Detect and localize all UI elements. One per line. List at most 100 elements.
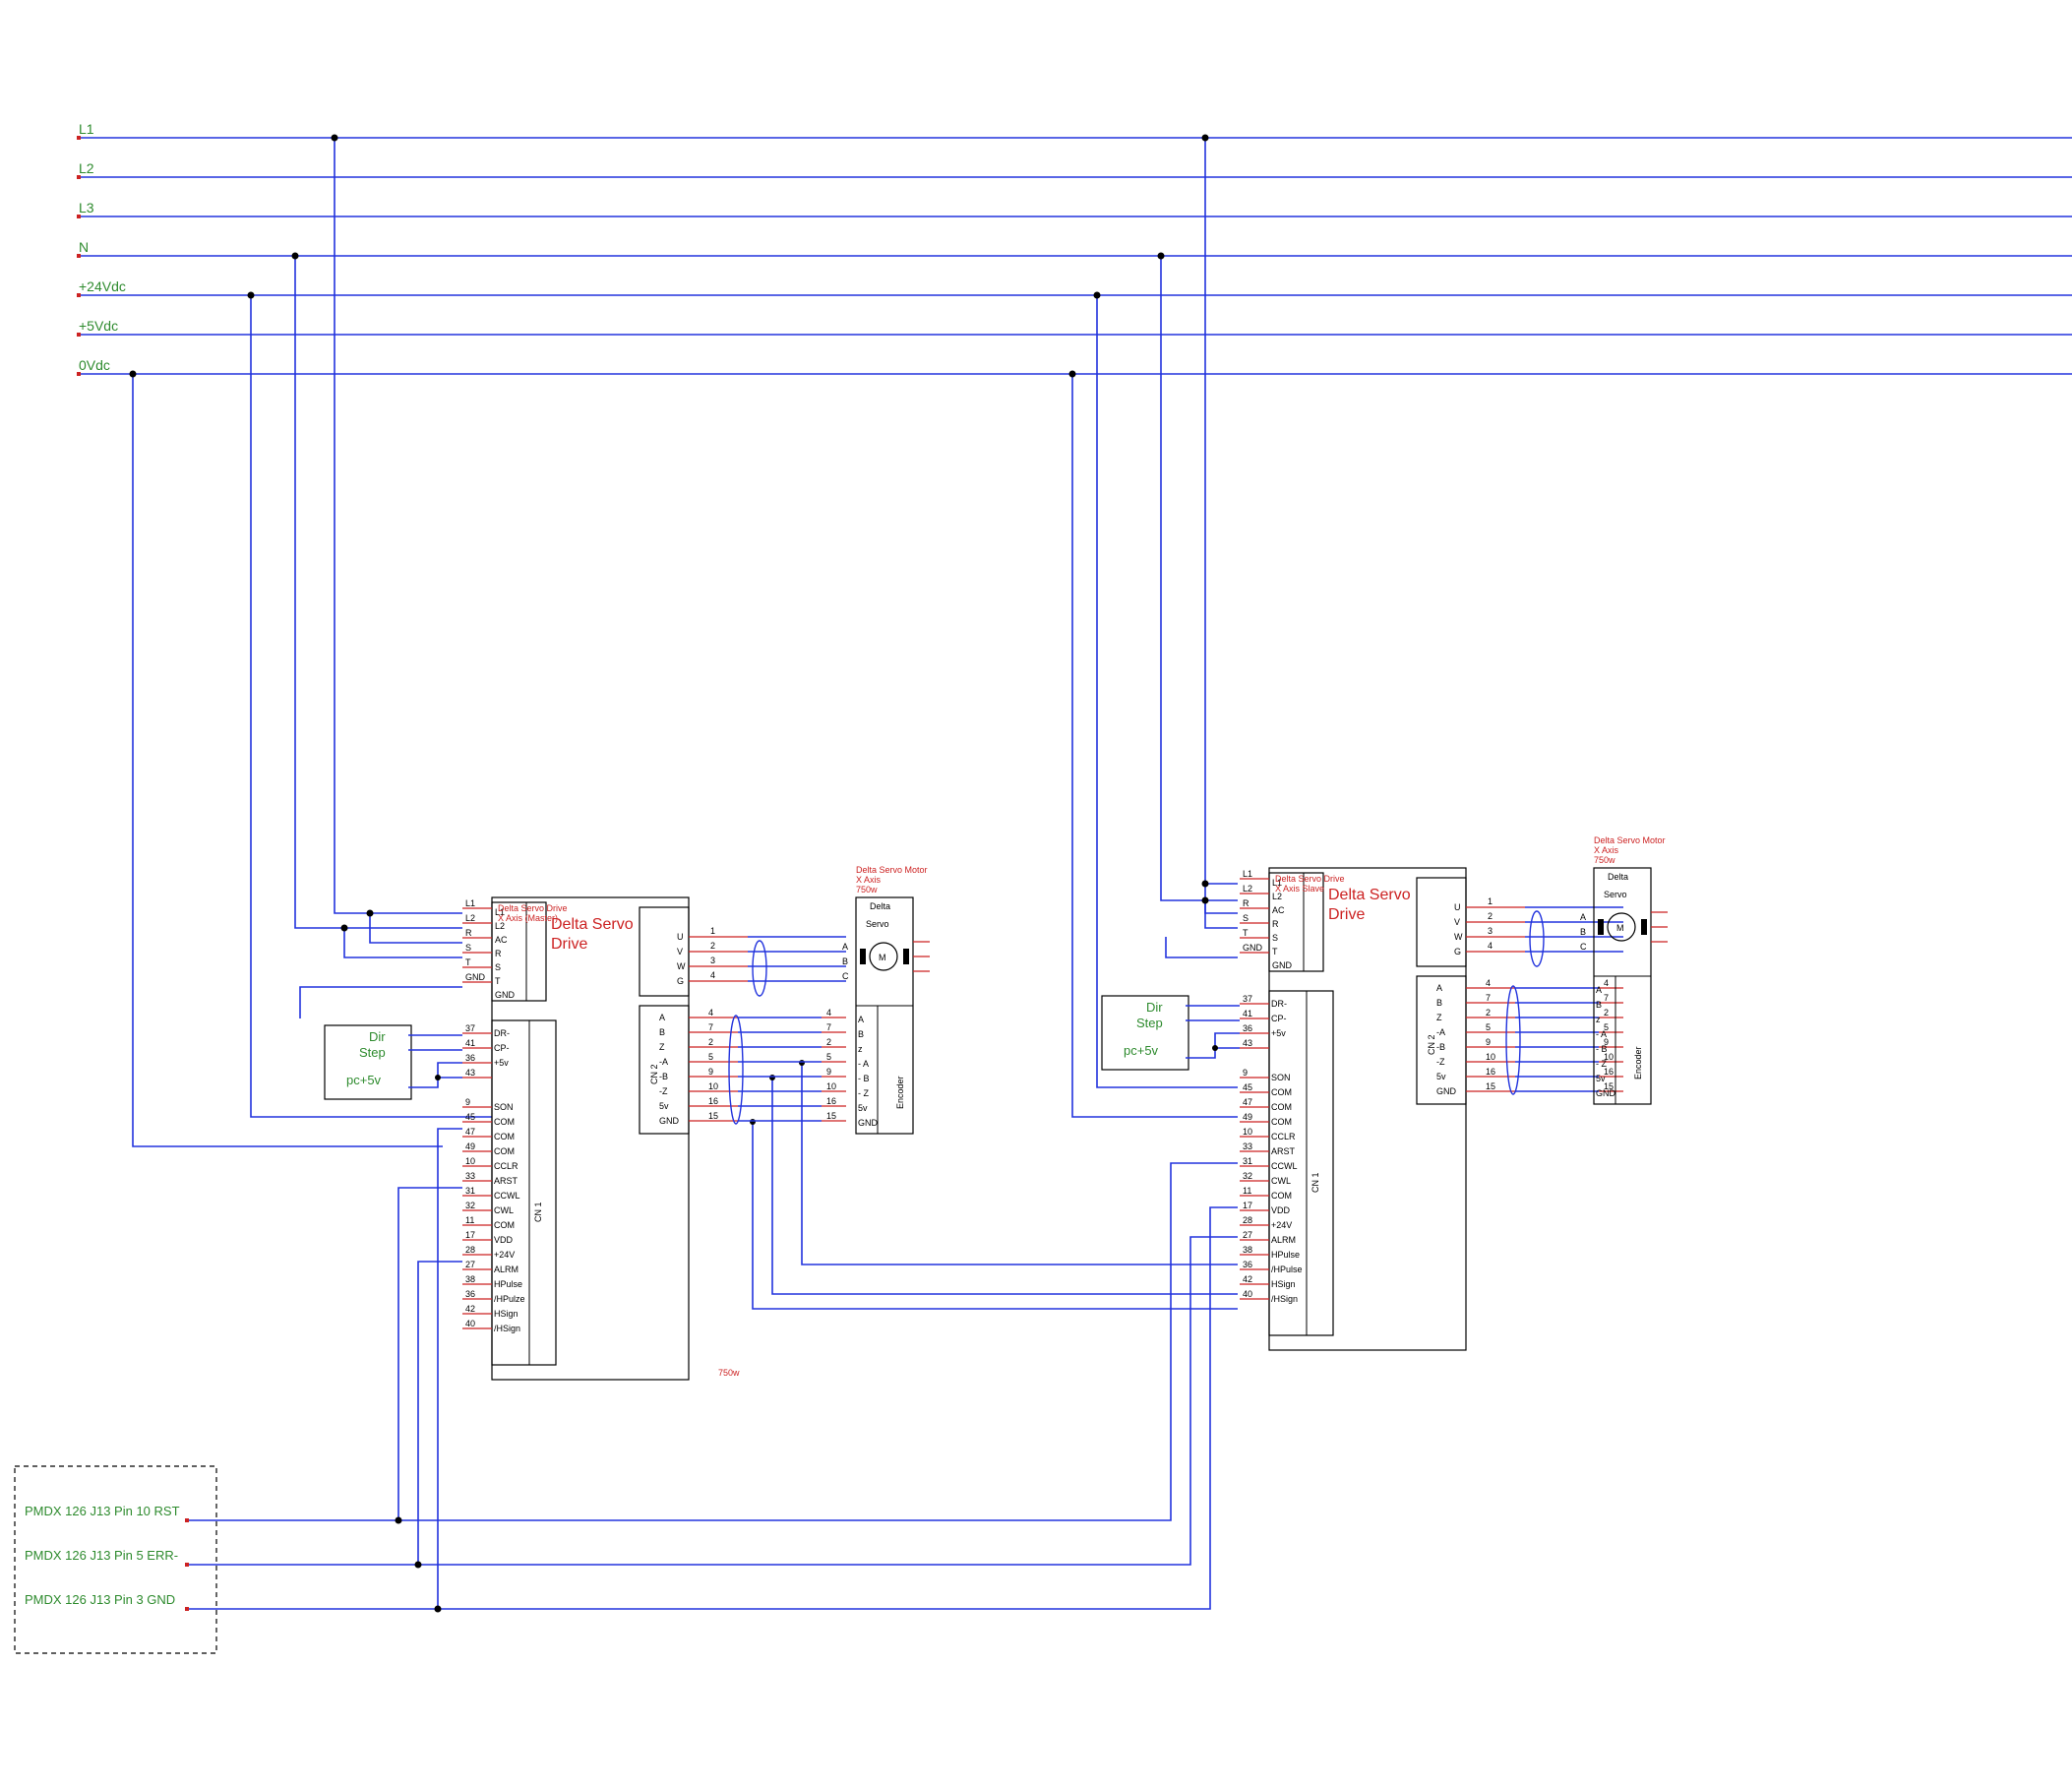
motor2-m-label: M	[1616, 923, 1624, 933]
bus-label-5vdc: +5Vdc	[79, 318, 118, 334]
drive2-cn2-pin: A	[1436, 983, 1442, 993]
drive2-cn1-pin: COM	[1271, 1191, 1292, 1201]
drive1-cn1-pin: VDD	[494, 1235, 514, 1245]
drive2-power-pin: GND	[1272, 960, 1293, 970]
pmdx-rst-label: PMDX 126 J13 Pin 10 RST	[25, 1504, 180, 1518]
drive1-cn1-pin: COM	[494, 1132, 515, 1141]
drive1-cn1-pin: /HSign	[494, 1324, 520, 1333]
power-bus: L1 L2 L3 N +24Vdc +5Vdc 0Vdc	[77, 121, 2072, 376]
motor2-rating: 750w	[1594, 855, 1615, 865]
drive2-cn2-pin: -Z	[1436, 1057, 1445, 1067]
drive2-cn1-num: 40	[1243, 1289, 1252, 1299]
motor2-abc-pin: B	[1580, 927, 1586, 937]
drive1-cn1-pin: HPulse	[494, 1279, 522, 1289]
drive1-cn1-num: 9	[465, 1097, 470, 1107]
drive1-title: Delta Servo	[551, 916, 634, 933]
drive1-cn1-pin: +5v	[494, 1058, 509, 1068]
drive2-cn1-pin: +5v	[1271, 1028, 1286, 1038]
drive1-uvw-num: 2	[710, 941, 715, 951]
drive1-power-in-label: R	[465, 928, 472, 938]
drive2-power-pin: S	[1272, 933, 1278, 943]
drive2-power-in-label: L2	[1243, 884, 1252, 894]
drive1-cn2-num: 4	[708, 1008, 713, 1018]
drive2-cn1-num: 43	[1243, 1038, 1252, 1048]
motor1-m-circle	[869, 942, 898, 971]
drive1-power-pin: S	[495, 962, 501, 972]
motor2-title: Delta Servo Motor	[1594, 835, 1666, 845]
drive1-uvw-num: 3	[710, 956, 715, 965]
drive2-uvw-pin: W	[1454, 932, 1463, 942]
drive2-cn1-pin: ALRM	[1271, 1235, 1296, 1245]
drive1-power-in-label: S	[465, 943, 471, 953]
drive2-cn1-pin: HPulse	[1271, 1250, 1300, 1260]
drive1-cn1-pin: /HPulze	[494, 1294, 525, 1304]
motor1-enc-pin: - Z	[858, 1088, 869, 1098]
motor1-abc-pin: A	[842, 942, 848, 952]
drive2-title2: Drive	[1328, 906, 1365, 923]
drive1-uvw-pin: U	[677, 932, 684, 942]
drive1-cn1-num: 40	[465, 1319, 475, 1328]
motor1-enc-pin: z	[858, 1044, 863, 1054]
drive1-cn1-pin: COM	[494, 1117, 515, 1127]
drive1-cn2-num: 7	[708, 1022, 713, 1032]
drive1-cn1-pin: +24V	[494, 1250, 515, 1260]
drive1-cn2-pin: A	[659, 1013, 665, 1022]
drive2-uvw-pin: U	[1454, 902, 1461, 912]
drive2-cn1-pin: DR-	[1271, 999, 1287, 1009]
drive2-cn1-num: 11	[1243, 1186, 1251, 1196]
drive1-cn2-num-out: 7	[826, 1022, 831, 1032]
drive2-cn2-num-out: 2	[1604, 1008, 1609, 1018]
drive1-title-small: Delta Servo Drive	[498, 903, 568, 913]
drive2-cn1-num: 45	[1243, 1082, 1252, 1092]
drive2-cn2-pin: B	[1436, 998, 1442, 1008]
drive2-cn2-num-out: 9	[1604, 1037, 1609, 1047]
drive2-uvw-num: 3	[1488, 926, 1493, 936]
drive1-uvw-pin: G	[677, 976, 684, 986]
drive2-cn1-num: 32	[1243, 1171, 1252, 1181]
motor2-enc-pin: GND	[1596, 1088, 1616, 1098]
drive2-power-pin: R	[1272, 919, 1279, 929]
drive2-cn2-pin: GND	[1436, 1086, 1457, 1096]
pmdx-gnd-label: PMDX 126 J13 Pin 3 GND	[25, 1592, 175, 1607]
drive1-power-pin: GND	[495, 990, 516, 1000]
motor2-enc-pin: B	[1596, 1000, 1602, 1010]
drive2-cn1-num: 49	[1243, 1112, 1252, 1122]
drive1-cn2-pin: -B	[659, 1072, 668, 1081]
drive1-power-block	[491, 901, 547, 1002]
drive1-cn2-num-out: 15	[826, 1111, 836, 1121]
drive1-subtitle-small: X Axis (Master)	[498, 913, 558, 923]
drive1-uvw-num: 4	[710, 970, 715, 980]
drive2-cn2-pin: -A	[1436, 1027, 1445, 1037]
drive1-cn1-num: 49	[465, 1141, 475, 1151]
drive2-cn2-pin: 5v	[1436, 1072, 1446, 1081]
drive1-cn1-pin: HSign	[494, 1309, 518, 1319]
motor2-enc-pin: z	[1596, 1015, 1601, 1024]
drive1-io-wire	[408, 1062, 462, 1088]
motor1-abc-pin: C	[842, 971, 849, 981]
drive2-power-in-label: R	[1243, 898, 1249, 908]
drive1-cn1-num: 17	[465, 1230, 475, 1240]
drive2-cn1-pin: COM	[1271, 1102, 1292, 1112]
drive1-cn2-pin: B	[659, 1027, 665, 1037]
motor1-enc-pin: GND	[858, 1118, 879, 1128]
motor1-enc-pin: B	[858, 1029, 864, 1039]
drive1-cn2-block	[639, 1005, 690, 1135]
drive1-cn1-num: 43	[465, 1068, 475, 1078]
drive1-power-in-label: L1	[465, 898, 475, 908]
motor2-encoder-label: Encoder	[1633, 1046, 1643, 1080]
motor2-label1: Delta	[1608, 872, 1628, 882]
drive1-cn2-num-out: 5	[826, 1052, 831, 1062]
motor1-enc-pin: - A	[858, 1059, 869, 1069]
drive2-io-wire	[1186, 1032, 1240, 1059]
drive1-cn1-num: 32	[465, 1201, 475, 1210]
drive2-power-pin: T	[1272, 947, 1278, 956]
drive2-cn1-pin: VDD	[1271, 1205, 1291, 1215]
drive2-power-pin: L2	[1272, 892, 1282, 901]
pmdx-wires	[187, 1060, 1238, 1613]
drive2-cn2-num-out: 5	[1604, 1022, 1609, 1032]
drive2-cn2-num: 7	[1486, 993, 1491, 1003]
drive2-cn1-num: 28	[1243, 1215, 1252, 1225]
drive2-cn1-num: 37	[1243, 994, 1252, 1004]
